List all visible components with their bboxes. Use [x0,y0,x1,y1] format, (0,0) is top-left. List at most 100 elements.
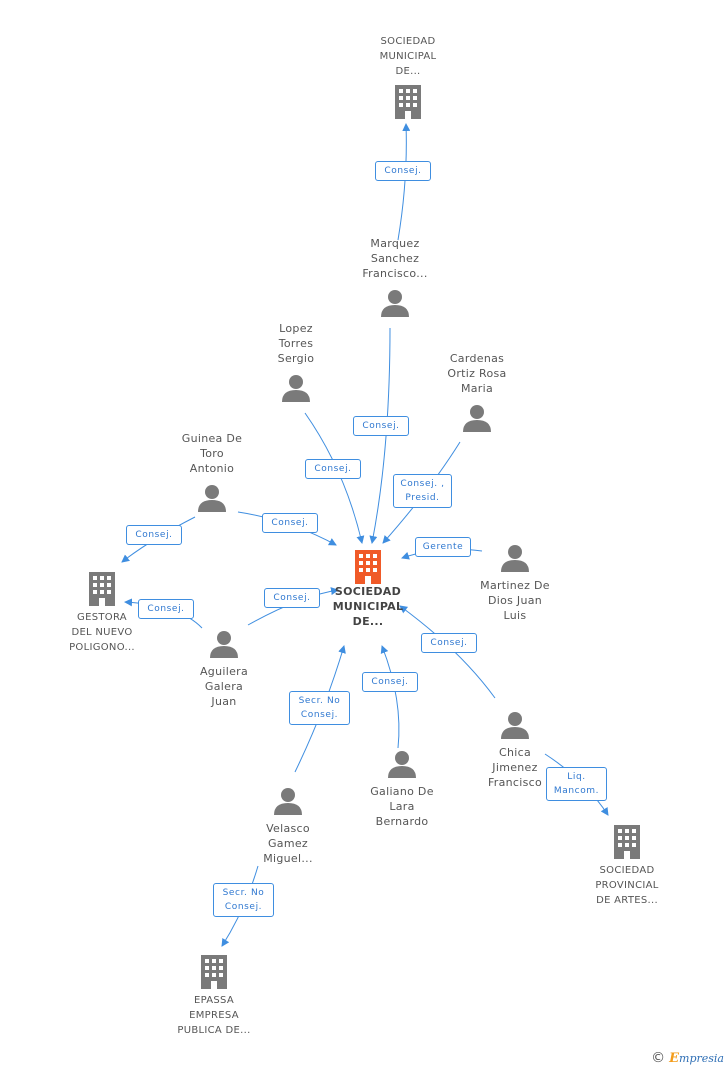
person-label-2: Jimenez [492,761,538,774]
top-company-label-1: SOCIEDAD [380,36,436,47]
relation-label[interactable]: Consej. [262,513,318,533]
relation-label[interactable]: Consej. [421,633,477,653]
building-icon [355,550,381,584]
person-label-1: Chica [499,746,531,759]
relation-label[interactable]: Secr. No Consej. [289,691,350,725]
person-icon [501,545,529,572]
person-node-martinez[interactable]: Martinez De Dios Juan Luis [465,544,565,623]
relation-label[interactable]: Consej. [126,525,182,545]
relation-text: Gerente [422,542,464,552]
relation-text: Consej. [271,518,309,528]
relation-label[interactable]: Consej. [353,416,409,436]
relation-label[interactable]: Consej. [305,459,361,479]
relation-label[interactable]: Gerente [415,537,471,557]
person-label-3: Francisco... [362,267,428,280]
person-node-cardenas[interactable]: Cardenas Ortiz Rosa Maria [427,351,527,432]
relation-text: Consej. [384,166,422,176]
person-icon [463,405,491,432]
company-node-provincial[interactable]: SOCIEDAD PROVINCIAL DE ARTES... [577,825,677,908]
person-label-3: Bernardo [375,815,429,828]
person-icon [198,485,226,512]
relation-label[interactable]: Liq. Mancom. [546,767,607,801]
relation-text: Consej. [371,677,409,687]
center-company-label-3: DE... [352,615,384,628]
company-node-gestora[interactable]: GESTORA DEL NUEVO POLIGONO... [52,572,152,655]
person-node-aguilera[interactable]: Aguilera Galera Juan [174,630,274,709]
person-label-3: Miguel... [263,852,313,865]
person-label-1: Velasco [266,822,310,835]
company-label-2: EMPRESA [189,1010,239,1021]
person-label-2: Torres [278,337,314,350]
company-label-2: DEL NUEVO [71,627,133,638]
person-label-1: Galiano De [370,785,434,798]
center-company-label-2: MUNICIPAL [332,600,404,613]
company-label-3: POLIGONO... [69,642,135,653]
person-label-3: Maria [460,382,494,395]
person-node-galiano[interactable]: Galiano De Lara Bernardo [352,750,452,829]
person-label-1: Guinea De [181,432,243,445]
top-company-label-2: MUNICIPAL [379,51,437,62]
company-label-3: PUBLICA DE... [177,1025,251,1036]
person-icon [388,751,416,778]
company-label-3: DE ARTES... [596,895,658,906]
person-icon [381,290,409,317]
person-label-2: Lara [389,800,415,813]
person-node-guinea[interactable]: Guinea De Toro Antonio [162,431,262,512]
relation-text: Consej. [300,710,339,720]
building-icon [201,955,227,989]
edge-galiano-center [380,645,400,749]
brand-logo: ©Empresia [651,1050,724,1066]
person-node-velasco[interactable]: Velasco Gamez Miguel... [238,787,338,866]
person-node-lopez[interactable]: Lopez Torres Sergio [246,321,346,402]
person-icon [274,788,302,815]
relation-label[interactable]: Consej. [362,672,418,692]
relation-text: Secr. No [222,888,265,898]
building-icon [395,85,421,119]
company-label-1: GESTORA [77,612,127,623]
person-label-2: Toro [200,447,224,460]
relation-text: Consej. [135,530,173,540]
person-label-2: Ortiz Rosa [447,367,507,380]
top-company-node[interactable]: SOCIEDAD MUNICIPAL DE... [358,34,458,119]
person-label-3: Francisco [487,776,543,789]
company-node-epassa[interactable]: EPASSA EMPRESA PUBLICA DE... [164,955,264,1038]
center-company-node[interactable]: SOCIEDAD MUNICIPAL DE... [318,550,418,629]
brand-name: mpresia [679,1052,724,1065]
top-company-label-3: DE... [395,66,421,77]
person-label-3: Sergio [277,352,315,365]
relation-text: Consej. , [400,479,445,489]
relation-label[interactable]: Consej. [264,588,320,608]
person-label-2: Gamez [267,837,309,850]
company-label-2: PROVINCIAL [595,880,659,891]
relation-text: Liq. [567,772,586,782]
person-label-2: Dios Juan [487,594,543,607]
edge-marquez-top [397,123,411,241]
person-label-3: Juan [211,695,237,708]
relation-text: Secr. No [298,696,341,706]
person-label-1: Aguilera [199,665,249,678]
person-label-3: Luis [503,609,527,622]
person-label-3: Antonio [189,462,235,475]
relation-label[interactable]: Secr. No Consej. [213,883,274,917]
relation-text: Consej. [273,593,311,603]
relation-label[interactable]: Consej. [375,161,431,181]
person-label-1: Lopez [279,322,313,335]
relation-text: Consej. [147,604,185,614]
relation-text: Mancom. [553,786,600,796]
person-icon [210,631,238,658]
brand-initial: E [669,1051,680,1066]
relation-label[interactable]: Consej. [138,599,194,619]
relation-text: Consej. [430,638,468,648]
person-label-2: Galera [204,680,244,693]
person-node-marquez[interactable]: Marquez Sanchez Francisco... [345,236,445,317]
person-node-chica[interactable]: Chica Jimenez Francisco [465,711,565,790]
person-label-1: Marquez [370,237,420,250]
company-label-1: EPASSA [193,995,235,1006]
copyright-icon: © [651,1050,666,1066]
center-company-label-1: SOCIEDAD [334,585,402,598]
relation-text: Presid. [405,493,440,503]
relation-text: Consej. [314,464,352,474]
person-icon [501,712,529,739]
relation-label[interactable]: Consej. , Presid. [393,474,452,508]
